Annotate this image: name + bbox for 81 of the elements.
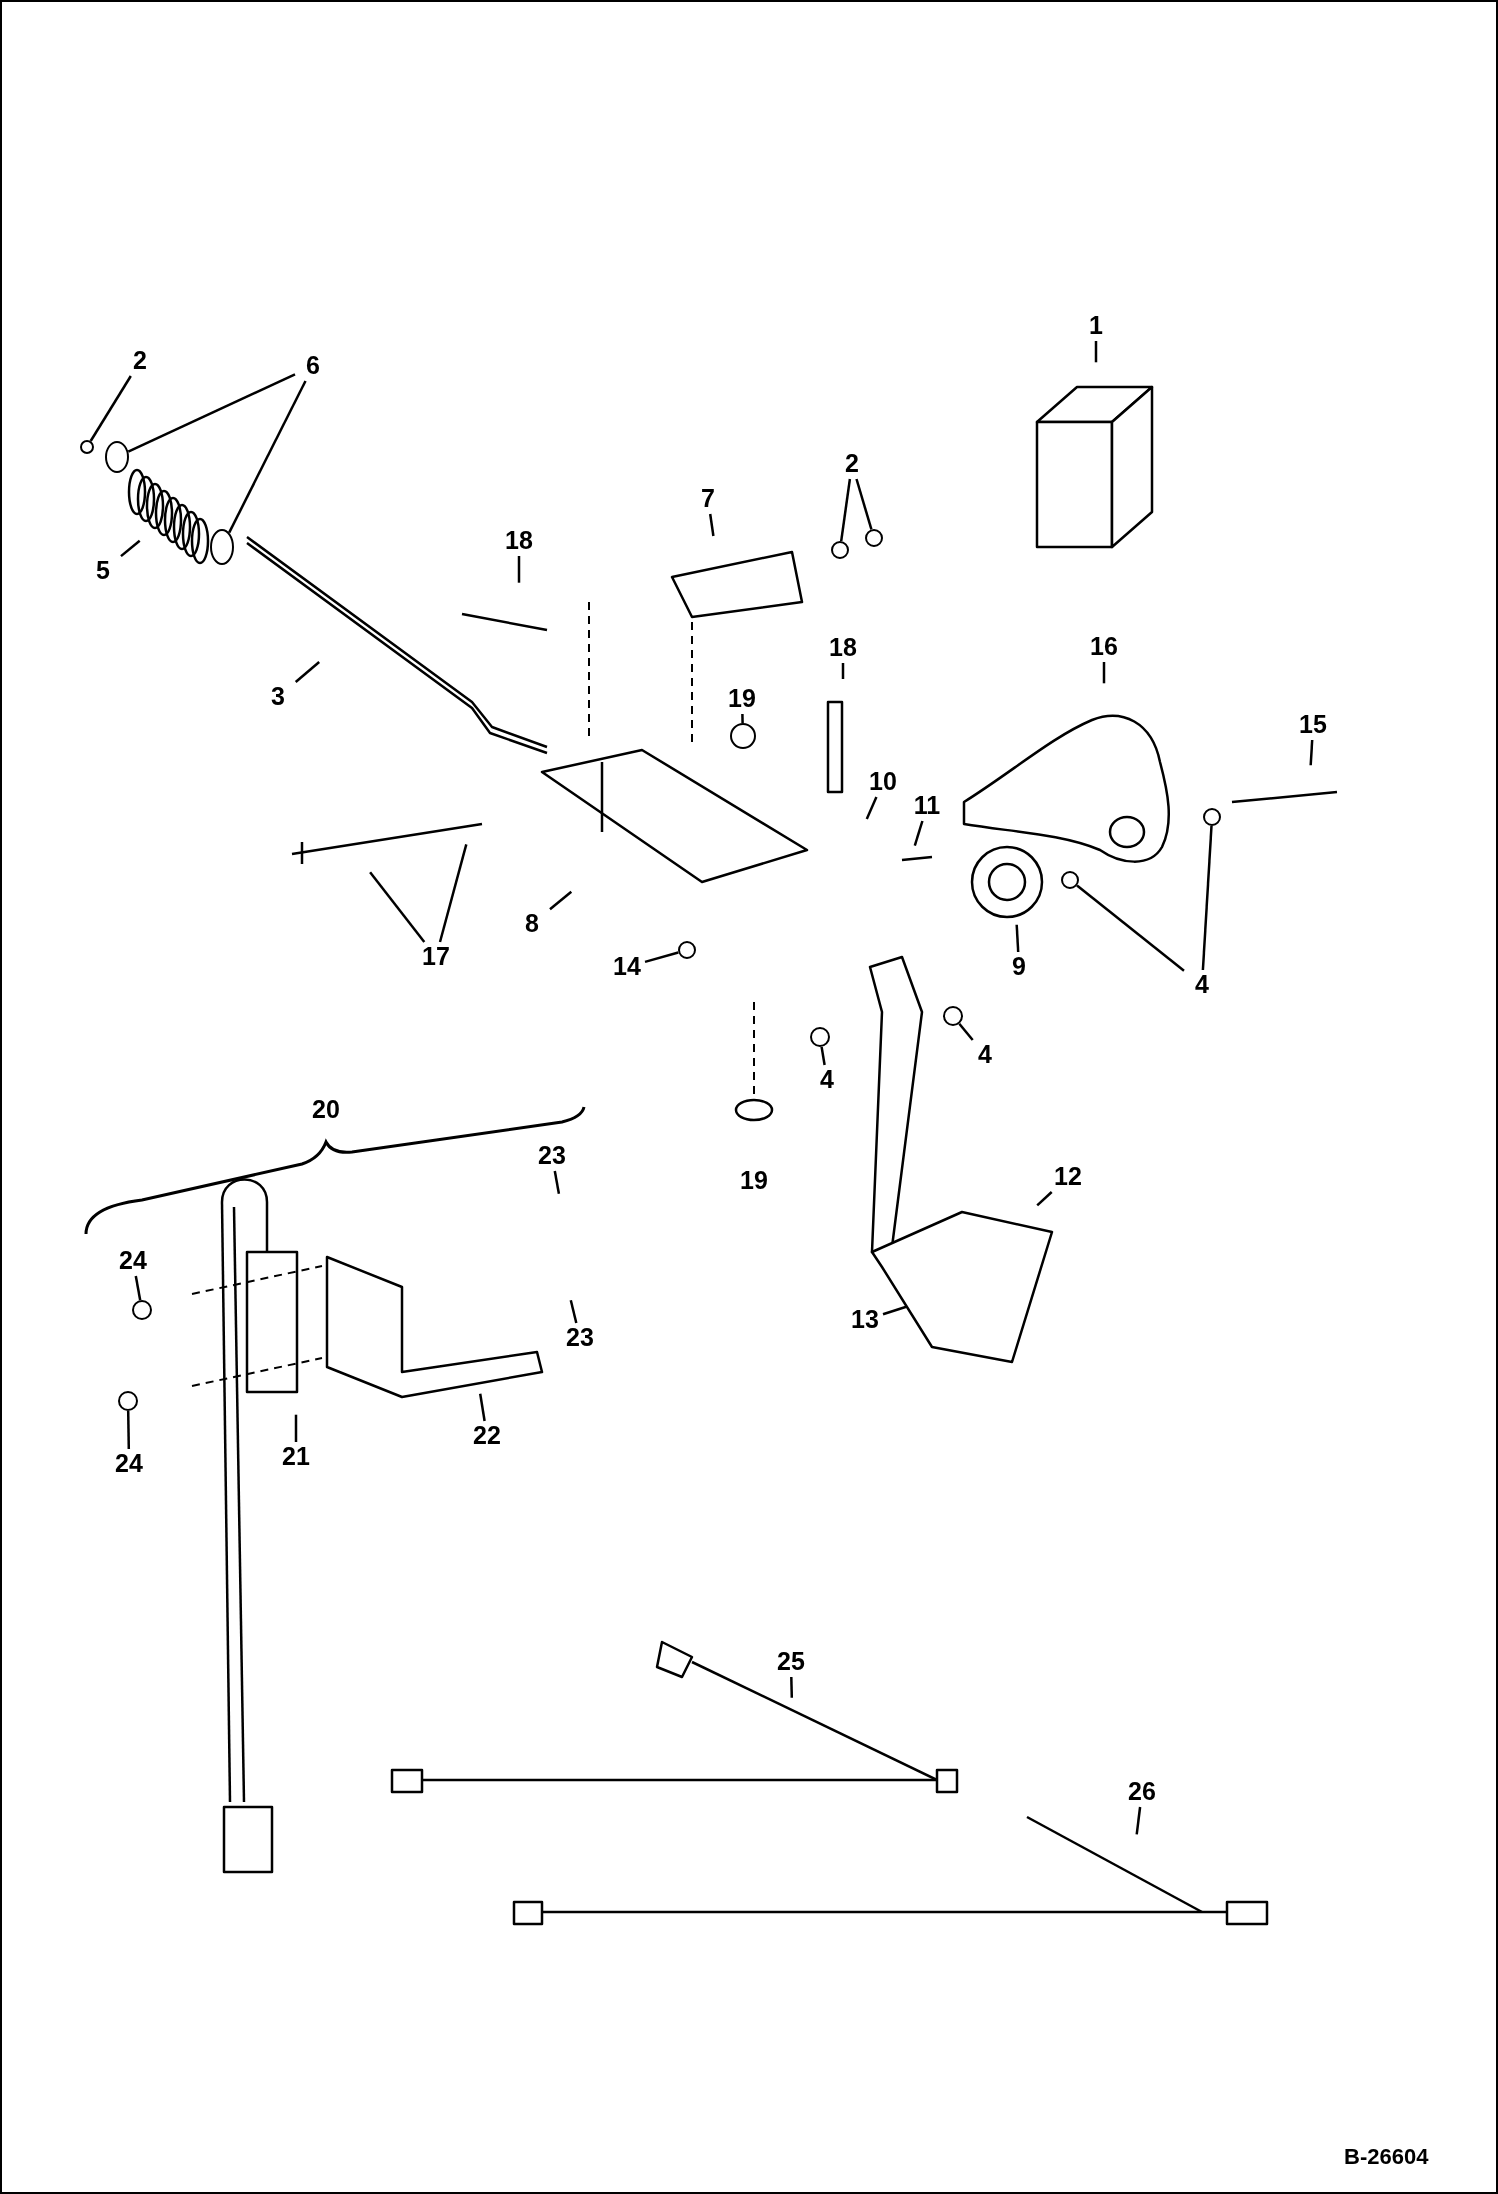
leader-line [1036,1191,1053,1207]
leader-line [228,380,307,534]
washer-drawing [810,1027,830,1047]
washer-drawing [865,529,883,547]
leader-line [820,1046,826,1066]
callout-number: 1 [1074,311,1118,341]
leader-line [126,1410,131,1450]
leader-line [958,1022,974,1041]
leader-line [855,478,873,530]
callout-number: 9 [997,952,1041,982]
leader-line [841,663,845,679]
callout-number: 26 [1120,1777,1164,1807]
leader-line [790,1676,794,1698]
leader-line [865,796,878,820]
leader-line [1201,825,1213,971]
callout-number: 12 [1046,1162,1090,1192]
callout-number: 3 [256,682,300,712]
washer-drawing [105,441,129,473]
callout-number: 11 [905,791,949,821]
drawing-number: B-26604 [1344,2144,1429,2170]
leader-line [517,556,521,583]
leader-line [553,1170,561,1194]
leader-line [708,513,715,537]
leader-line [1102,662,1106,684]
leader-line [294,661,320,683]
callout-number: 15 [1291,710,1335,740]
callout-number: 7 [686,484,730,514]
leader-line [294,1414,298,1442]
leader-line [644,951,679,964]
callout-number: 18 [497,526,541,556]
leader-line [913,820,924,847]
callout-number: 4 [805,1065,849,1095]
leader-line [89,375,132,442]
leader-line [1094,341,1098,363]
washer-drawing [943,1006,963,1026]
leader-line [127,373,296,453]
callout-number: 23 [530,1141,574,1171]
callout-number: 6 [291,351,335,381]
callout-number: 16 [1082,632,1126,662]
callout-number: 5 [81,556,125,586]
washer-drawing [132,1300,152,1320]
callout-number: 4 [1180,970,1224,1000]
washer-drawing [678,941,696,959]
callout-number: 19 [732,1166,776,1196]
callout-number: 2 [118,346,162,376]
leader-line [1015,924,1020,953]
callout-number: 20 [304,1095,348,1125]
callout-number: 24 [111,1246,155,1276]
callout-number: 10 [861,767,905,797]
callout-number: 24 [107,1449,151,1479]
callout-number: 8 [510,909,554,939]
leader-line [134,1275,142,1301]
leader-line [741,713,744,724]
callout-number: 2 [830,449,874,479]
callout-number: 4 [963,1040,1007,1070]
callout-number: 22 [465,1421,509,1451]
washer-drawing [118,1391,138,1411]
leader-line [549,890,573,911]
washer-drawing [1203,808,1221,826]
callout-number: 25 [769,1647,813,1677]
leader-line [120,539,141,558]
leader-line [569,1300,578,1324]
callout-number: 13 [843,1305,887,1335]
leader-line [438,844,468,943]
callout-number: 23 [558,1323,602,1353]
washer-drawing [831,541,849,559]
leader-line [369,871,426,943]
callout-number: 17 [414,942,458,972]
callout-number: 18 [821,633,865,663]
washer-drawing [80,440,94,454]
washer-drawing [210,529,234,565]
callout-number: 21 [274,1442,318,1472]
leader-line [1309,739,1314,766]
leader-line [839,478,852,542]
leader-line [1135,1806,1142,1835]
callout-number: 14 [605,952,649,982]
callout-number: 19 [720,684,764,714]
washer-drawing [1061,871,1079,889]
washer-drawing [730,723,756,749]
leader-line [478,1393,486,1422]
leader-line [882,1305,907,1316]
